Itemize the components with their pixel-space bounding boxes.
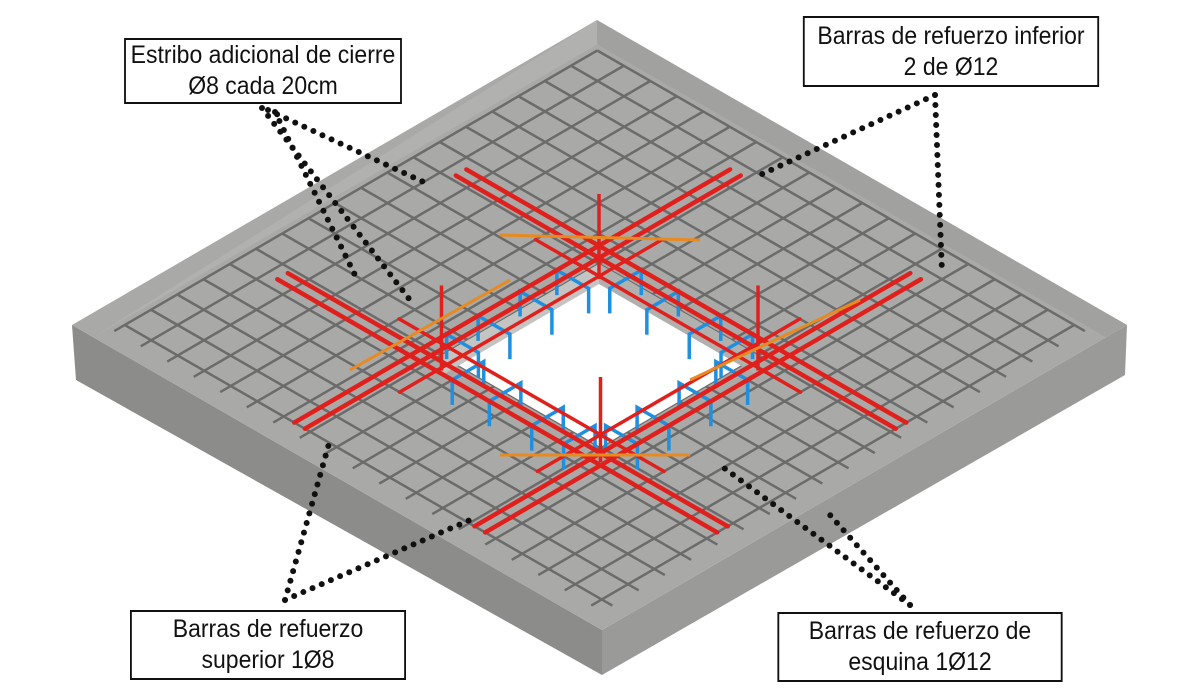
mesh-bar xyxy=(484,262,969,546)
label-bottom-bars-line2: 2 de Ø12 xyxy=(903,52,999,81)
mesh-bar xyxy=(113,49,598,333)
mesh-bar xyxy=(140,64,625,348)
closing-stirrup xyxy=(487,379,523,427)
bottom-reinforcement-bar xyxy=(285,270,730,529)
slab-side-right xyxy=(602,325,1127,675)
label-top-bars-line2: superior 1Ø8 xyxy=(201,646,335,674)
mesh-bar xyxy=(570,64,1060,348)
mesh-bar xyxy=(272,140,757,424)
corner-reinforcement-bar xyxy=(499,233,701,242)
mesh-bar xyxy=(193,95,678,378)
label-stirrup: Estribo adicional de cierre Ø8 cada 20cm xyxy=(124,38,402,104)
leader-dotted-line xyxy=(932,92,945,275)
mesh-bar xyxy=(564,308,1049,592)
opening-wall-left xyxy=(441,264,599,376)
mesh-bar xyxy=(176,293,666,577)
bottom-reinforcement-bar xyxy=(292,167,733,425)
label-stirrup-line2: Ø8 cada 20cm xyxy=(188,72,338,100)
mesh-bar xyxy=(537,293,1022,577)
bottom-reinforcement-bar xyxy=(482,277,924,535)
label-top-bars: Barras de refuerzo superior 1Ø8 xyxy=(130,610,406,680)
label-corner-bars-line1: Barras de refuerzo de xyxy=(808,617,1032,645)
mesh-bar xyxy=(202,278,692,561)
leader-dotted-line xyxy=(757,92,938,178)
label-top-bars-line1: Barras de refuerzo xyxy=(172,615,364,643)
label-corner-bars: Barras de refuerzo de esquina 1Ø12 xyxy=(777,612,1063,682)
corner-reinforcement-bar xyxy=(689,298,861,382)
slab-back-wall-left xyxy=(93,20,598,338)
mesh-bar xyxy=(544,79,1033,363)
leader-dotted-line xyxy=(265,107,433,188)
corner-reinforcement-bar xyxy=(349,278,511,372)
label-corner-bars-line2: esquina 1Ø12 xyxy=(848,648,992,676)
label-stirrup-line1: Estribo adicional de cierre xyxy=(130,41,396,69)
mesh-bar xyxy=(219,110,704,394)
mesh-bar xyxy=(229,262,718,546)
mesh-bar xyxy=(150,308,640,592)
bottom-reinforcement-bar xyxy=(275,277,720,535)
closing-stirrup xyxy=(677,379,713,427)
leader-dotted-line xyxy=(282,437,333,603)
bottom-reinforcement-bar xyxy=(464,167,909,425)
leader-dotted-line xyxy=(282,517,473,603)
mesh-bar xyxy=(246,125,731,409)
slab-back-wall-right xyxy=(597,20,1127,338)
mesh-bar xyxy=(517,95,1007,378)
mesh-bar xyxy=(590,323,1075,607)
bottom-reinforcement-bar xyxy=(472,270,913,529)
closing-stirrup xyxy=(714,358,750,405)
mesh-bar xyxy=(412,156,902,439)
label-bottom-bars-line1: Barras de refuerzo inferior xyxy=(817,21,1085,50)
mesh-bar xyxy=(596,49,1086,333)
leader-dotted-line xyxy=(717,462,913,608)
closing-stirrup xyxy=(450,358,486,405)
bottom-reinforcement-bar xyxy=(302,173,743,431)
slab-side-left xyxy=(72,325,602,675)
mesh-bar xyxy=(166,79,651,363)
top-reinforcement-bar xyxy=(397,237,664,394)
top-reinforcement-bar xyxy=(535,317,802,474)
mesh-bar xyxy=(439,140,928,424)
mesh-bar xyxy=(124,323,613,607)
opening-wall-right xyxy=(599,264,758,376)
mesh-bar xyxy=(511,278,996,561)
bottom-reinforcement-bar xyxy=(453,173,898,431)
mesh-bar xyxy=(491,110,981,394)
label-bottom-bars: Barras de refuerzo inferior 2 de Ø12 xyxy=(802,16,1100,87)
leader-dotted-line xyxy=(259,105,413,303)
closing-stirrup xyxy=(530,404,565,451)
mesh-bar xyxy=(465,125,955,409)
mesh-bar xyxy=(299,156,784,439)
leader-dotted-line xyxy=(827,512,913,608)
closing-stirrup xyxy=(635,404,671,451)
